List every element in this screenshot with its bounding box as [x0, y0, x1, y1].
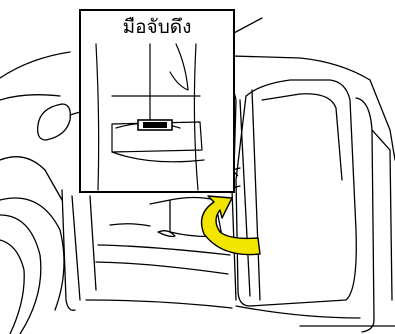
door-bottom [236, 306, 360, 318]
step-sill-2 [96, 262, 228, 274]
body-back-edge [370, 80, 395, 160]
step-sill [98, 245, 230, 255]
lower-rocker [86, 300, 232, 308]
wheel-arch [0, 198, 64, 310]
roof-top [232, 56, 370, 80]
antenna-line [232, 18, 262, 34]
floor-detail [158, 231, 175, 237]
rear-door-outline [236, 80, 356, 306]
tire-inner [0, 240, 24, 334]
roof-line [0, 52, 70, 78]
rear-door-inner-panel [262, 94, 342, 180]
side-mirror [38, 104, 71, 140]
mirror-stem [70, 112, 80, 115]
hood-line [0, 95, 60, 100]
floor-line [110, 224, 150, 226]
door-edge-front-2 [90, 196, 96, 290]
seat-side [150, 200, 170, 204]
tire-outer [0, 215, 41, 334]
curved-arrow-icon [202, 196, 260, 255]
body-rear-quarter [372, 130, 392, 300]
door-edge-front [72, 196, 80, 300]
pull-handle-grip [143, 122, 167, 128]
front-fender [0, 157, 62, 200]
rear-door-frame [356, 98, 374, 332]
rear-door-seam-2 [252, 90, 260, 300]
rear-door-seam [240, 100, 250, 296]
callout-label: มือจับดึง [82, 10, 232, 44]
